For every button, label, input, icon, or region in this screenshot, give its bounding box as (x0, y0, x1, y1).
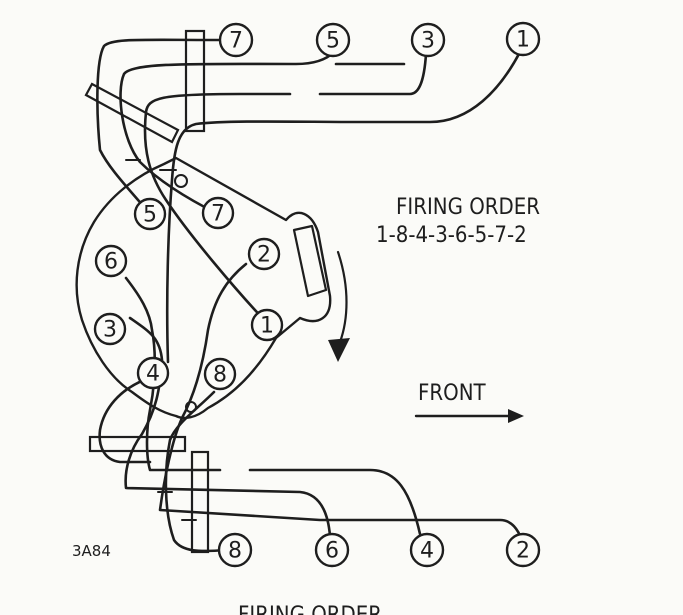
bottom-plug-4: 4 (409, 532, 445, 568)
rotation-arrow (336, 250, 348, 344)
cap-terminal-6: 6 (94, 244, 128, 278)
top-bracket-diagonal (84, 82, 180, 144)
firing-order-title: FIRING ORDER (396, 195, 540, 220)
cap-terminal-8: 8 (203, 357, 237, 391)
bottom-plug-8-label: 8 (228, 539, 242, 564)
top-plug-1-label: 1 (516, 28, 530, 53)
wire-plug3-lead (318, 52, 428, 96)
bottom-bracket-vertical (190, 450, 210, 554)
top-plug-1: 1 (505, 21, 541, 57)
cap-terminal-1: 1 (250, 308, 284, 342)
cap-terminal-4-label: 4 (146, 362, 160, 387)
firing-order-sequence: 1-8-4-3-6-5-7-2 (376, 223, 527, 248)
cap-terminal-7-label: 7 (211, 202, 225, 227)
bottom-plug-4-label: 4 (420, 539, 434, 564)
bottom-plug-2-label: 2 (516, 539, 530, 564)
top-plug-3-label: 3 (421, 29, 435, 54)
front-arrowhead (508, 409, 524, 423)
wire-cap7-to-plug5 (119, 50, 336, 216)
bottom-plug-8: 8 (217, 532, 253, 568)
top-bracket-vertical (184, 29, 206, 133)
top-plug-3: 3 (410, 22, 446, 58)
cap-terminal-2: 2 (247, 237, 281, 271)
cap-terminal-2-label: 2 (257, 243, 271, 268)
cap-terminal-1-label: 1 (260, 314, 274, 339)
bottom-plug-2: 2 (505, 532, 541, 568)
wire-plug4-lead (248, 468, 422, 536)
top-plug-5: 5 (315, 22, 351, 58)
wire-cap5-to-plug7 (96, 38, 222, 216)
bottom-plug-6: 6 (314, 532, 350, 568)
figure-caption: FIRING ORDER (238, 603, 382, 615)
wire-cap2-to-plug2 (158, 262, 524, 542)
cap-terminal-4: 4 (136, 356, 170, 390)
cap-terminal-3-label: 3 (103, 318, 117, 343)
cap-terminal-6-label: 6 (104, 250, 118, 275)
wire-cap4-to-bracket (98, 378, 152, 464)
bottom-plug-6-label: 6 (325, 539, 339, 564)
front-label: FRONT (418, 381, 487, 406)
wire-cap3-to-plug6 (124, 316, 332, 538)
top-plug-5-label: 5 (326, 29, 340, 54)
rotation-arrowhead (328, 338, 350, 362)
cap-terminal-5: 5 (133, 197, 167, 231)
cap-terminal-7: 7 (201, 196, 235, 230)
wire-cap8-to-plug8 (164, 390, 228, 553)
cap-terminal-5-label: 5 (143, 203, 157, 228)
cap-terminal-3: 3 (93, 312, 127, 346)
bottom-bracket-horizontal (88, 435, 187, 453)
distributor-body (75, 156, 332, 420)
figure-code: 3A84 (72, 542, 111, 560)
wire-cap4-to-plug1 (165, 50, 522, 364)
wire-cap1-to-plug3 (143, 92, 292, 324)
bolt-top (174, 174, 188, 188)
top-plug-7: 7 (218, 22, 254, 58)
vacuum-advance (292, 224, 328, 298)
top-plug-7-label: 7 (229, 29, 243, 54)
cap-terminal-8-label: 8 (213, 363, 227, 388)
